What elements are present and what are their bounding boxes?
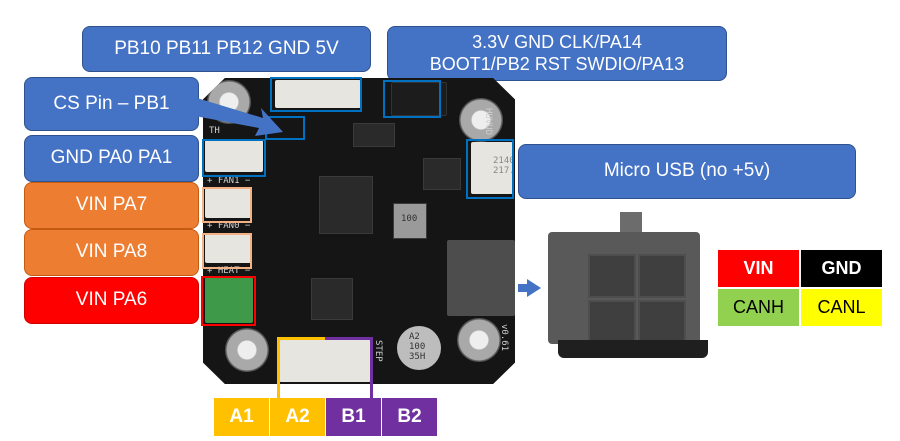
- highlight-i2c: [270, 77, 362, 112]
- label-swd-header: 3.3V GND CLK/PA14 BOOT1/PB2 RST SWDIO/PA…: [387, 26, 727, 81]
- highlight-fan1: [202, 187, 252, 223]
- can-connector: [447, 240, 515, 316]
- silk-version: v0.61: [499, 324, 509, 352]
- label-i2c-header: PB10 PB11 PB12 GND 5V: [82, 26, 371, 72]
- mcu-chip: [319, 176, 373, 234]
- arrow-right-icon: [527, 279, 541, 297]
- label-text: PB10 PB11 PB12 GND 5V: [114, 37, 339, 59]
- i2c-connector: [275, 80, 361, 108]
- mounting-hole: [225, 328, 269, 372]
- highlight-usb: [466, 139, 514, 199]
- plug-pin-vin: [588, 254, 636, 298]
- label-text: CS Pin – PB1: [53, 92, 170, 114]
- label-cs-pin: CS Pin – PB1: [24, 77, 199, 131]
- silk-step: STEP: [373, 340, 383, 362]
- label-text: VIN PA8: [75, 241, 148, 263]
- stepper-pin-a1: A1: [214, 398, 269, 436]
- label-fan1: VIN PA7: [24, 182, 199, 229]
- silk-fan1: + FAN1 −: [207, 176, 251, 186]
- highlight-heater: [201, 276, 256, 326]
- capacitor-label-line: 35H: [409, 352, 426, 362]
- highlight-fan0: [202, 233, 252, 269]
- silk-fan0: + FAN0 −: [207, 221, 251, 231]
- label-thermistor: GND PA0 PA1: [24, 135, 199, 182]
- cs-pin-arrow: [195, 98, 283, 136]
- capacitor: [397, 326, 441, 370]
- highlight-thermistor: [202, 139, 266, 177]
- stepper-pin-b2: B2: [382, 398, 437, 436]
- stepper-connector: [279, 340, 371, 382]
- swd-header: [391, 82, 447, 116]
- label-heater: VIN PA6: [24, 277, 199, 324]
- arrow-stem: [518, 284, 528, 292]
- plug-pin-canl: [638, 300, 686, 344]
- label-text: VIN PA6: [75, 289, 148, 311]
- label-text: 3.3V GND CLK/PA14: [472, 31, 642, 52]
- stepper-pin-b1: B1: [326, 398, 381, 436]
- fan0-connector: [205, 233, 251, 263]
- capacitor-label-line: 100: [409, 342, 426, 352]
- usb-connector: [471, 142, 513, 194]
- can-transceiver: [353, 123, 395, 147]
- plug-base: [558, 340, 708, 358]
- can-plug: [548, 212, 708, 362]
- can-pin-vin: VIN: [718, 250, 799, 287]
- silk-brand: HUVUD: [483, 108, 493, 136]
- pcb-board: 100 A2 100 35H TH + FAN1 − + FAN0 − + HE…: [203, 78, 515, 384]
- fan1-connector: [205, 188, 251, 218]
- can-pin-canl: CANL: [801, 289, 882, 326]
- can-pin-canh: CANH: [718, 289, 799, 326]
- capacitor-label: A2 100 35H: [409, 332, 425, 362]
- can-pin-gnd: GND: [801, 250, 882, 287]
- plug-pin-canh: [588, 300, 636, 344]
- plug-pin-gnd: [638, 254, 686, 298]
- label-micro-usb: Micro USB (no +5v): [518, 144, 856, 199]
- label-text: Micro USB (no +5v): [603, 160, 771, 182]
- usb-code-line: 217.: [493, 166, 515, 176]
- silk-th: TH: [209, 126, 220, 136]
- stepper-pin-a2: A2: [270, 398, 325, 436]
- label-text: GND PA0 PA1: [50, 147, 173, 169]
- label-text: BOOT1/PB2 RST SWDIO/PA13: [429, 53, 685, 74]
- mounting-hole: [457, 318, 501, 362]
- capacitor-label-line: A2: [409, 332, 420, 342]
- silk-heat: + HEAT −: [207, 266, 251, 276]
- label-text: VIN PA7: [75, 194, 148, 216]
- driver-chip: [311, 278, 353, 320]
- usb-code-line: 2140: [493, 156, 515, 166]
- inductor: [393, 203, 427, 239]
- regulator-chip: [423, 158, 461, 190]
- highlight-coil-a: [277, 337, 325, 399]
- thermistor-connector: [205, 140, 263, 172]
- highlight-coil-b: [325, 337, 373, 399]
- highlight-swd: [383, 80, 441, 118]
- heater-terminal: [205, 277, 253, 323]
- label-fan0: VIN PA8: [24, 229, 199, 276]
- arrow-shape: [195, 98, 283, 136]
- inductor-label: 100: [401, 214, 418, 224]
- usb-code: 2140 217.: [493, 156, 515, 176]
- mounting-hole: [459, 98, 503, 142]
